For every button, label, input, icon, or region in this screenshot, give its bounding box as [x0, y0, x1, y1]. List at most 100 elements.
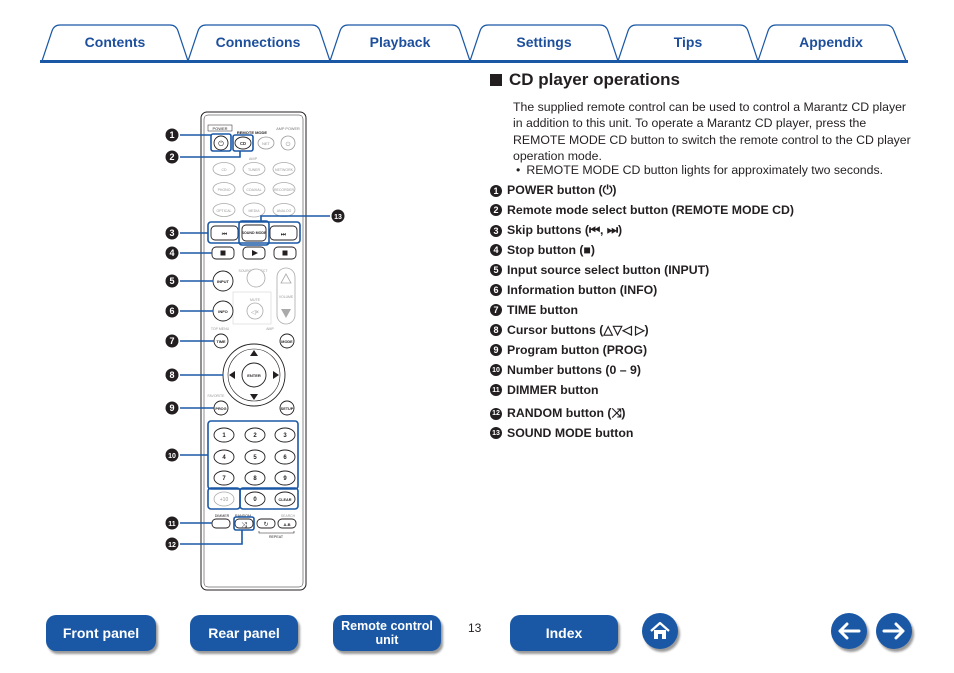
list-number: 2: [490, 204, 502, 216]
dimmer-button[interactable]: [211, 518, 231, 529]
index-button[interactable]: Index: [510, 615, 618, 651]
input-tuner-label: TUNER: [248, 168, 261, 172]
callout-number-5-text: 5: [169, 276, 174, 286]
callout-number-10-text: 10: [168, 453, 176, 460]
random-button[interactable]: [234, 518, 254, 529]
top-menu-label: TOP MENU: [211, 327, 230, 331]
callout-number-8-text: 8: [169, 370, 174, 380]
power-button[interactable]: [213, 135, 229, 151]
number-button-2[interactable]: [244, 427, 266, 443]
callout-number-8: [165, 368, 179, 382]
random-label: RANDOM: [235, 514, 251, 518]
cursor-right-icon[interactable]: [273, 371, 279, 379]
list-number: 9: [490, 344, 502, 356]
amp-power-button[interactable]: [280, 135, 296, 151]
clear-button[interactable]: [274, 491, 296, 507]
number-button-0[interactable]: [244, 491, 266, 507]
ab-button[interactable]: [277, 518, 297, 529]
mute-label: MUTE: [250, 298, 261, 302]
list-item: 2 Remote mode select button (REMOTE MODE …: [490, 203, 794, 217]
number-button-6[interactable]: [274, 449, 296, 465]
input-button-network[interactable]: [272, 162, 296, 176]
remote-control-unit-button[interactable]: Remote control unit: [333, 615, 441, 651]
home-icon: [650, 621, 670, 639]
time-label: TIME: [216, 340, 226, 344]
play-icon: [252, 250, 258, 256]
input-recorder-label: RECORDER: [274, 188, 295, 192]
tab-playback[interactable]: Playback: [369, 34, 431, 50]
bullet-text: REMOTE MODE CD button lights for approxi…: [526, 163, 884, 177]
tab-settings[interactable]: Settings: [516, 34, 572, 50]
cursor-up-icon[interactable]: [250, 350, 258, 356]
list-label: Information button (INFO): [507, 283, 658, 297]
number-button-9[interactable]: [274, 470, 296, 486]
input-button-optical[interactable]: [212, 203, 236, 217]
number-button-4[interactable]: [213, 449, 235, 465]
power-label-box: [207, 124, 233, 132]
search-label: SEARCH: [281, 514, 296, 518]
remote-control-label-line2: unit: [375, 633, 399, 647]
number-button-8[interactable]: [244, 470, 266, 486]
mode-button[interactable]: [279, 333, 295, 349]
callout-box-cd: [232, 134, 254, 152]
clear-label: CLEAR: [278, 498, 291, 502]
plus10-button[interactable]: [213, 491, 235, 507]
callout-number-13-text: 13: [334, 214, 342, 221]
source-direct-button[interactable]: [246, 268, 266, 288]
input-cd-label: CD: [221, 168, 227, 172]
cd-mode-label: CD: [240, 141, 246, 146]
cursor-left-icon[interactable]: [229, 371, 235, 379]
list-label: Program button (PROG): [507, 343, 648, 357]
front-panel-button[interactable]: Front panel: [46, 615, 156, 651]
ab-label: A-B: [283, 522, 290, 527]
list-label: SOUND MODE button: [507, 426, 634, 440]
cursor-down-icon[interactable]: [250, 394, 258, 400]
mute-button[interactable]: [246, 302, 264, 320]
home-button[interactable]: [642, 613, 678, 649]
number-button-1[interactable]: [213, 427, 235, 443]
leader-13: [260, 215, 330, 221]
amp-label: AMP: [249, 157, 258, 161]
net-mode-button[interactable]: [257, 136, 275, 150]
list-number: 7: [490, 304, 502, 316]
cd-mode-button[interactable]: [234, 136, 252, 150]
tab-tips[interactable]: Tips: [673, 34, 703, 50]
tab-appendix[interactable]: Appendix: [799, 34, 863, 50]
sound-mode-button[interactable]: [241, 224, 267, 242]
index-label: Index: [545, 625, 583, 641]
number-button-3[interactable]: [274, 427, 296, 443]
input-button-media[interactable]: [242, 202, 266, 218]
previous-page-button[interactable]: [831, 613, 867, 649]
remote-illustration: POWER REMOTE MODE AMP POWER ⏻ CD NET ⏻ A…: [160, 100, 360, 600]
input-button-coaxial[interactable]: [242, 182, 266, 196]
input-button-tuner[interactable]: [242, 162, 266, 176]
tab-contents[interactable]: Contents: [84, 34, 146, 50]
skip-back-button[interactable]: [210, 225, 239, 241]
enter-button[interactable]: [241, 362, 267, 388]
tab-connections[interactable]: Connections: [215, 34, 301, 50]
tab-outline-playback: [329, 24, 471, 62]
next-page-button[interactable]: [876, 613, 912, 649]
callout-box-zero-clear: [239, 487, 299, 510]
intro-paragraph: The supplied remote control can be used …: [513, 100, 911, 163]
input-button-cd[interactable]: [212, 162, 236, 176]
list-label: Remote mode select button (REMOTE MODE C…: [507, 203, 794, 217]
list-number: 5: [490, 264, 502, 276]
remote-inner-edge: [203, 114, 304, 588]
number-button-5[interactable]: [244, 449, 266, 465]
repeat-button[interactable]: [256, 518, 276, 529]
callout-number-9: [165, 401, 179, 415]
rear-panel-button[interactable]: Rear panel: [190, 615, 298, 651]
setup-button[interactable]: [279, 400, 295, 416]
input-button-phono[interactable]: [212, 182, 236, 196]
number-button-7[interactable]: [213, 470, 235, 486]
number-6-label: 6: [283, 455, 287, 461]
arrow-right-icon: [882, 622, 905, 640]
skip-forward-button[interactable]: [269, 225, 298, 241]
list-label: Cursor buttons (△▽◁ ▷): [507, 323, 649, 337]
input-button-recorder[interactable]: [272, 182, 296, 196]
callout-box-power: [210, 133, 232, 152]
